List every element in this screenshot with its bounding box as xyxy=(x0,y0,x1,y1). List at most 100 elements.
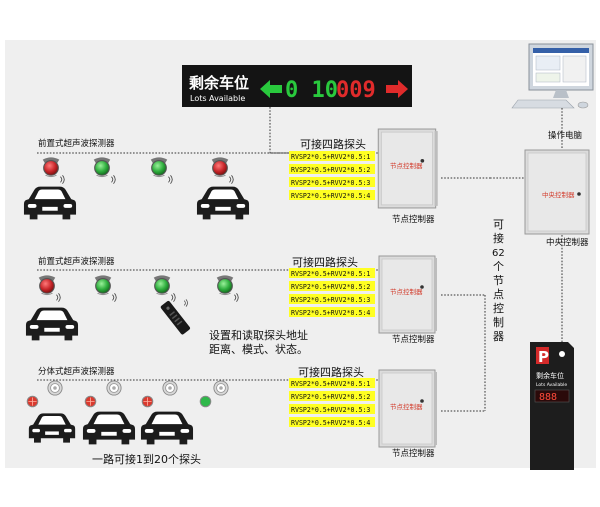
node-controller-box-label: 节点控制器 xyxy=(390,402,423,411)
vertical-note-char: 可 xyxy=(493,218,504,231)
terminal-digits: 888 xyxy=(539,392,557,403)
node-controller-caption: 节点控制器 xyxy=(392,448,435,459)
terminal-light-icon xyxy=(559,351,565,357)
sign-count-red: 009 xyxy=(336,78,376,103)
sound-wave-icon xyxy=(167,175,173,184)
cable-line-bg xyxy=(289,177,375,187)
node-controller-caption: 节点控制器 xyxy=(392,334,435,345)
vertical-note-char: 接 xyxy=(493,232,504,245)
row3-detector-label: 分体式超声波探测器 xyxy=(38,366,115,377)
sign-frame xyxy=(182,65,412,107)
vertical-note-char: 点 xyxy=(493,288,504,301)
vertical-note-char: 节 xyxy=(493,274,504,287)
sound-wave-icon xyxy=(110,175,116,184)
ultrasonic-sensor-green-icon xyxy=(94,274,112,296)
cable-line-bg xyxy=(289,391,375,401)
vertical-note-char: 62 xyxy=(492,248,505,259)
sign-count-green: 0 10 xyxy=(285,78,338,103)
row2-probe-header: 可接四路探头 xyxy=(292,256,358,269)
cable-line-2: RVSP2*0.5+RVV2*0.5:2 xyxy=(291,393,370,401)
cable-line-bg xyxy=(289,151,375,161)
remote-note-line1: 设置和读取探头地址 xyxy=(209,328,308,342)
row1-sensors xyxy=(42,156,234,184)
split-probe-icon xyxy=(162,380,178,396)
cable-line-3: RVSP2*0.5+RVV2*0.5:3 xyxy=(291,179,370,187)
sound-wave-icon xyxy=(59,175,65,184)
cable-line-4: RVSP2*0.5+RVV2*0.5:4 xyxy=(291,192,370,200)
ultrasonic-sensor-green-icon xyxy=(93,156,111,178)
terminal-title-en: Lots Available xyxy=(536,382,567,388)
parking-logo-bg xyxy=(536,347,549,364)
cable-line-1: RVSP2*0.5+RVV2*0.5:1 xyxy=(291,380,370,388)
row2-sensors xyxy=(38,274,239,302)
row1-detector-label: 前置式超声波探测器 xyxy=(38,138,115,149)
remote-control-icon xyxy=(160,300,191,335)
indicator-light-green-icon xyxy=(199,395,212,408)
indicator-light-red-icon xyxy=(84,395,97,408)
vertical-note-char: 制 xyxy=(493,316,504,329)
vertical-note-char: 器 xyxy=(493,330,504,343)
sound-wave-icon xyxy=(111,293,117,302)
split-probe-icon xyxy=(47,380,63,396)
parking-terminal-icon xyxy=(530,342,574,470)
car-icon xyxy=(23,186,77,220)
ultrasonic-sensor-green-icon xyxy=(153,274,171,296)
vertical-note-char: 控 xyxy=(493,301,504,315)
row1-probe-header: 可接四路探头 xyxy=(300,138,366,151)
terminal-display xyxy=(534,389,570,403)
ultrasonic-sensor-green-icon xyxy=(150,156,168,178)
split-probe-icon xyxy=(106,380,122,396)
sign-title-cn: 剩余车位 xyxy=(189,74,249,92)
car-icon xyxy=(25,307,79,341)
cable-line-bg xyxy=(289,378,375,388)
remote-note-line2: 距离、模式、状态。 xyxy=(209,342,308,356)
right-arrow-icon xyxy=(386,80,408,98)
signal-wave-icon xyxy=(183,299,188,307)
cable-line-bg xyxy=(289,281,375,291)
cable-line-bg xyxy=(289,190,375,200)
computer-caption: 操作电脑 xyxy=(548,130,583,141)
car-icon xyxy=(196,186,250,220)
computer-icon xyxy=(511,43,594,109)
cable-line-bg xyxy=(289,164,375,174)
row3-sensors xyxy=(26,380,229,408)
row3-probe-header: 可接四路探头 xyxy=(298,366,364,379)
ultrasonic-sensor-green-icon xyxy=(216,274,234,296)
cable-line-bg xyxy=(289,307,375,317)
node-controller-box-label: 节点控制器 xyxy=(390,161,423,170)
cable-line-1: RVSP2*0.5+RVV2*0.5:1 xyxy=(291,153,370,161)
parking-logo: P xyxy=(538,348,549,366)
cable-line-bg xyxy=(289,294,375,304)
ultrasonic-sensor-red-icon xyxy=(211,156,229,178)
bottom-note: 一路可接1到20个探头 xyxy=(92,453,201,466)
cable-line-3: RVSP2*0.5+RVV2*0.5:3 xyxy=(291,406,370,414)
central-controller-cabinet-icon xyxy=(524,149,590,235)
sound-wave-icon xyxy=(55,293,61,302)
ultrasonic-sensor-red-icon xyxy=(42,156,60,178)
cable-line-4: RVSP2*0.5+RVV2*0.5:4 xyxy=(291,309,370,317)
left-arrow-icon xyxy=(260,80,282,98)
central-controller-box-label: 中央控制器 xyxy=(542,190,575,199)
sign-title-en: Lots Available xyxy=(190,94,245,103)
cable-line-3: RVSP2*0.5+RVV2*0.5:3 xyxy=(291,296,370,304)
cable-line-bg xyxy=(289,417,375,427)
row3-cable-list: RVSP2*0.5+RVV2*0.5:1 RVSP2*0.5+RVV2*0.5:… xyxy=(289,378,375,427)
sound-wave-icon xyxy=(233,293,239,302)
lots-available-sign: 剩余车位 Lots Available 0 10 009 xyxy=(182,65,412,107)
row2-cable-list: RVSP2*0.5+RVV2*0.5:1 RVSP2*0.5+RVV2*0.5:… xyxy=(289,268,375,317)
terminal-title-cn: 剩余车位 xyxy=(536,371,564,380)
sound-wave-icon xyxy=(228,175,234,184)
node-controller-caption: 节点控制器 xyxy=(392,214,435,225)
indicator-light-red-icon xyxy=(141,395,154,408)
car-icon xyxy=(28,413,76,443)
ultrasonic-sensor-red-icon xyxy=(38,274,56,296)
sound-wave-icon xyxy=(170,293,176,302)
cable-line-bg xyxy=(289,268,375,278)
cable-line-2: RVSP2*0.5+RVV2*0.5:2 xyxy=(291,166,370,174)
indicator-light-red-icon xyxy=(26,395,39,408)
row1-cable-list: RVSP2*0.5+RVV2*0.5:1 RVSP2*0.5+RVV2*0.5:… xyxy=(289,151,375,200)
cable-line-4: RVSP2*0.5+RVV2*0.5:4 xyxy=(291,419,370,427)
cable-line-2: RVSP2*0.5+RVV2*0.5:2 xyxy=(291,283,370,291)
central-controller-caption: 中央控制器 xyxy=(546,237,589,248)
